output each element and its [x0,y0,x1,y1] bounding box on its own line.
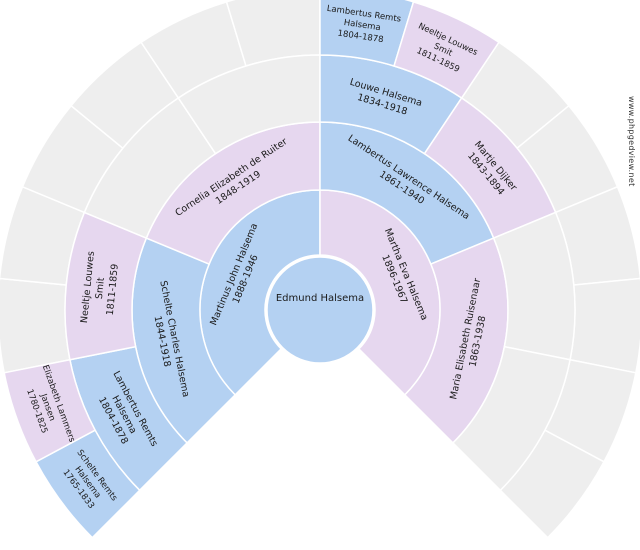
wedge-shape [451,345,571,492]
ancestor-years: 1811-1859 [105,263,121,316]
ancestor-wedge[interactable]: Cornelia Elizabeth de Ruiter1848-1919 [145,121,321,266]
ancestor-wedge[interactable]: Martinus John Halsema1888-1946 [199,189,321,396]
ancestor-wedge[interactable]: Martje Dijker1843-1894 [423,96,557,240]
credit-text[interactable]: www.phpgedview.net [627,96,636,187]
empty-slot [569,277,640,374]
wedge-shape[interactable] [3,358,97,463]
ancestor-wedge[interactable]: Schelte Charles Halsema1844-1918 [131,237,237,444]
ancestor-wedge[interactable]: Lambertus RemtsHalsema1804-1878 [69,345,189,492]
ancestor-wedge[interactable]: Elizabeth LammersJansen1780-1825 [3,358,97,463]
root-person[interactable]: Edmund Halsema [266,256,374,364]
ancestor-wedge [451,345,571,492]
ancestor-wedge[interactable]: Louwe Halsema1834-1918 [319,54,463,155]
wedge-shape[interactable] [393,0,500,100]
root-person-circle[interactable] [266,256,374,364]
empty-slot [0,277,71,374]
ancestor-name: Smit [94,277,107,300]
ancestor-wedge[interactable]: Schelte RemtsHalsema1765-1833 [35,429,141,539]
ancestor-wedge[interactable]: Lambertus RemtsHalsema1804-1878 [319,0,415,67]
ancestor-wedge[interactable]: Neeltje LouwesSmit1811-1859 [393,0,500,100]
root-person-name: Edmund Halsema [276,293,364,304]
ancestor-wedge[interactable]: Neeltje LouwesSmit1811-1859 [64,211,148,361]
